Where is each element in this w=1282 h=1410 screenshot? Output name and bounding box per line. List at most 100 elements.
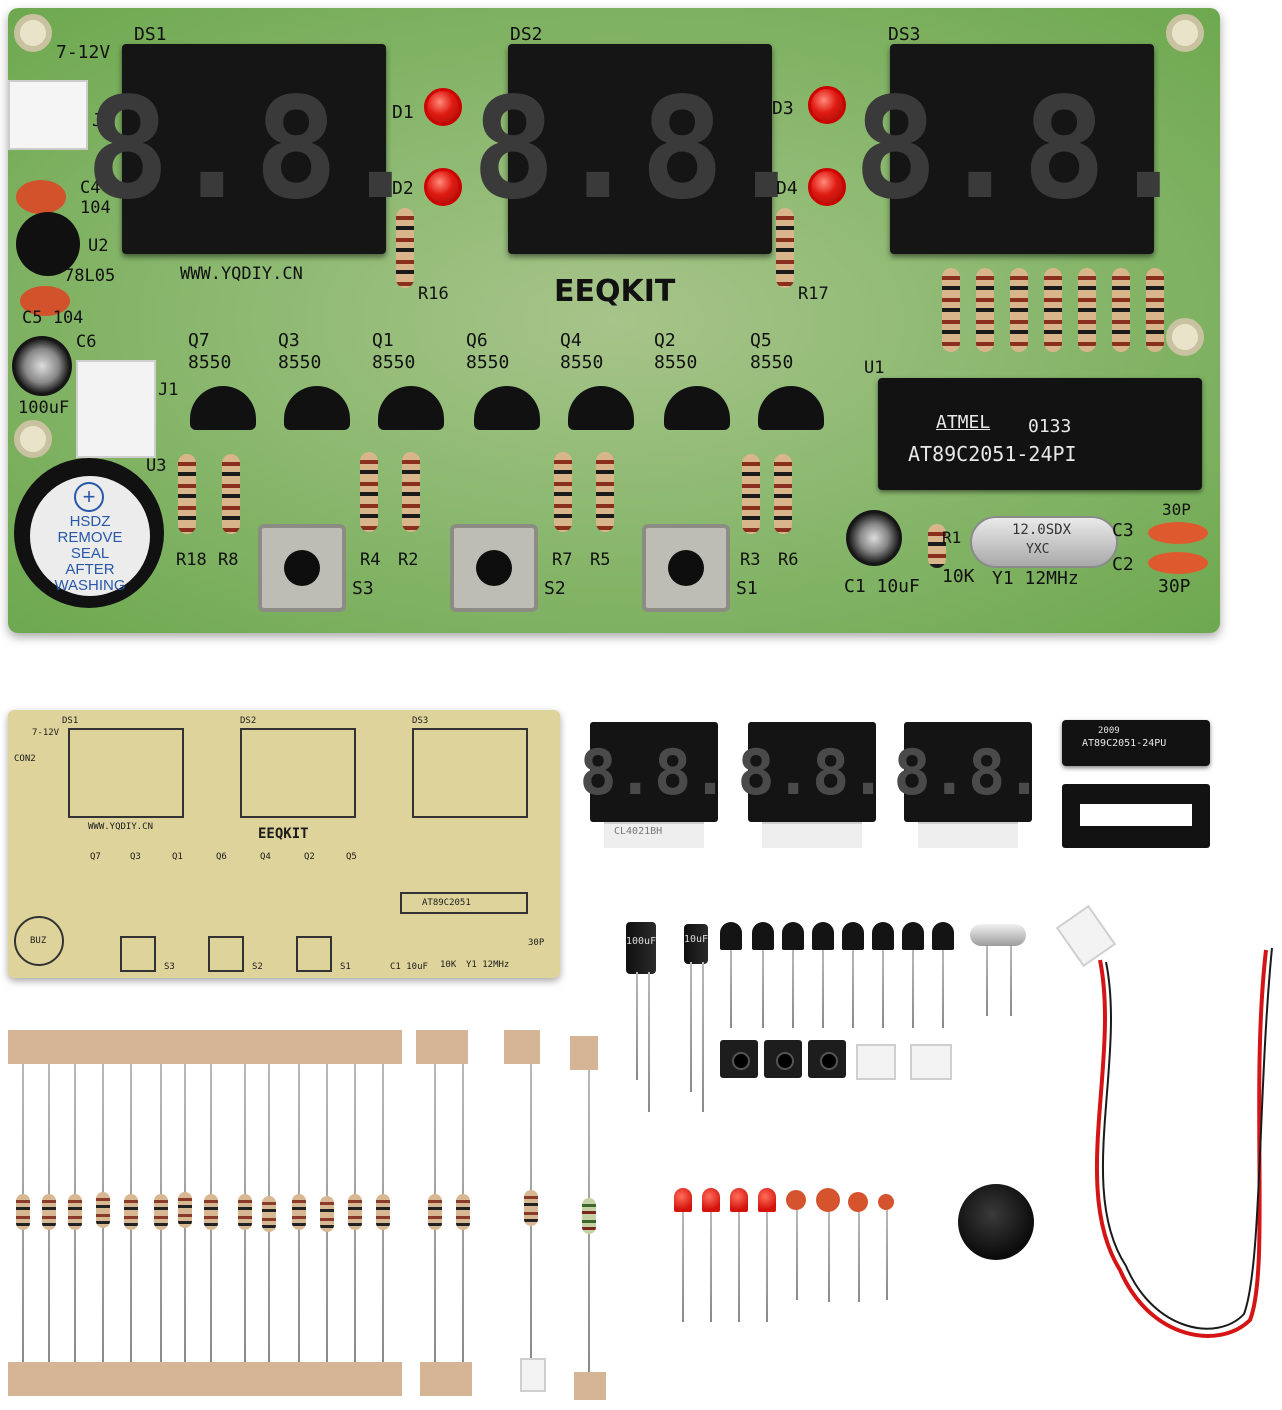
connector-j1 [76, 360, 156, 458]
loose-resistor [16, 1194, 30, 1230]
blank-q2: Q2 [304, 852, 315, 862]
loose-resistor [348, 1194, 362, 1230]
blank-ds1-label: DS1 [62, 716, 79, 726]
loose-resistor [154, 1194, 168, 1230]
blank-q7: Q7 [90, 852, 101, 862]
red-black-cable [1094, 947, 1273, 1338]
q2-part: 8550 [654, 352, 698, 373]
led-d2 [424, 168, 462, 206]
loose-led [758, 1188, 776, 1212]
buzzer-seal-sticker: + HSDZ REMOVE SEAL AFTER WASHING [30, 476, 150, 596]
resistor [1078, 268, 1096, 352]
display-ds3: 8.8. [853, 44, 1191, 254]
chip-code: 0133 [1028, 416, 1072, 437]
blank-con-label: CON2 [14, 754, 36, 764]
buzzer-u3: + HSDZ REMOVE SEAL AFTER WASHING [14, 458, 164, 608]
resistor-r6 [774, 454, 792, 534]
loose-display-1: 8.8. CL4021BH [579, 722, 729, 848]
blank-q3: Q3 [130, 852, 141, 862]
c3-label: C3 [1112, 520, 1134, 541]
blank-ds2-label: DS2 [240, 716, 257, 726]
display-digits: 8.8. [853, 67, 1191, 231]
crystal-y1: 12.0SDX YXC [970, 516, 1118, 568]
push-button-s2 [450, 524, 538, 612]
resistor-r18 [178, 454, 196, 534]
j2-label: J2 [92, 110, 114, 131]
resistor [1044, 268, 1062, 352]
ds3-label: DS3 [888, 24, 921, 45]
resistor-r17 [776, 208, 794, 288]
lead-wire [648, 972, 650, 1112]
loose-resistor [204, 1194, 218, 1230]
crystal-maker: YXC [1026, 542, 1050, 557]
ceramic-capacitor [848, 1192, 868, 1212]
lead-wire [942, 950, 944, 1028]
capacitor-c3 [1148, 522, 1208, 544]
loose-transistor [720, 922, 742, 950]
website-label: WWW.YQDIY.CN [180, 264, 303, 284]
q6-label: Q6 [466, 330, 488, 351]
display-digits: 8.8. [85, 67, 423, 231]
d4-label: D4 [776, 178, 798, 199]
lead-wire [858, 1212, 860, 1302]
r6-label: R6 [778, 550, 799, 570]
resistor [942, 268, 960, 352]
loose-display-digits: 8.8. [737, 735, 887, 809]
blank-button-outline-s1 [296, 936, 332, 972]
c6-value: 100uF [18, 398, 70, 418]
loose-push-button [808, 1040, 846, 1078]
loose-resistor [68, 1194, 82, 1230]
transistor-q3 [284, 386, 350, 430]
blank-display-outline-ds3 [412, 728, 528, 818]
s2-label: S2 [544, 578, 566, 599]
c5-label: C5 104 [22, 308, 84, 328]
r16-label: R16 [418, 284, 449, 304]
button-cap [284, 550, 320, 586]
c1-label: C1 10uF [844, 576, 920, 597]
led-d1 [424, 88, 462, 126]
loose-push-button [720, 1040, 758, 1078]
crystal-label: Y1 12MHz [992, 568, 1079, 589]
ceramic-capacitor [786, 1190, 806, 1210]
q2-label: Q2 [654, 330, 676, 351]
q6-part: 8550 [466, 352, 510, 373]
buzzer-text-4: AFTER [65, 561, 115, 578]
loose-resistor [456, 1194, 470, 1230]
mounting-hole [14, 14, 52, 52]
q3-label: Q3 [278, 330, 300, 351]
cap-10uf-label: 10uF [684, 934, 709, 945]
blank-website: WWW.YQDIY.CN [88, 822, 154, 832]
lead-wire [792, 950, 794, 1028]
buzzer-text-2: REMOVE [57, 529, 123, 546]
loose-resistor [238, 1194, 252, 1230]
blank-buzzer-outline [14, 916, 64, 966]
blank-button-outline-s2 [208, 936, 244, 972]
r8-label: R8 [218, 550, 239, 570]
led-d3 [808, 86, 846, 124]
blank-crystal: Y1 12MHz [466, 960, 510, 970]
loose-resistor [262, 1196, 276, 1232]
loose-resistor [96, 1192, 110, 1228]
loose-connector [910, 1044, 952, 1080]
loose-transistor [812, 922, 834, 950]
lead-wire [636, 972, 638, 1080]
blank-s3: S3 [164, 962, 175, 972]
loose-display-digits: 8.8. [893, 735, 1043, 809]
loose-display-2: 8.8. [737, 722, 887, 848]
resistor [976, 268, 994, 352]
resistor-r7 [554, 452, 572, 532]
blank-power-label: 7-12V [32, 728, 60, 738]
blank-chip-outline [400, 892, 528, 914]
q5-label: Q5 [750, 330, 772, 351]
blank-display-outline-ds2 [240, 728, 356, 818]
capacitor-c4 [16, 180, 66, 214]
r7-label: R7 [552, 550, 573, 570]
ds1-label: DS1 [134, 24, 167, 45]
u2-part: 78L05 [64, 266, 116, 286]
resistor-tape-top [8, 1030, 402, 1064]
power-label: 7-12V [56, 42, 111, 63]
loose-transistor [872, 922, 894, 950]
blank-cap-value: 30P [528, 938, 545, 948]
loose-resistor [376, 1194, 390, 1230]
chip-maker: ATMEL [936, 412, 991, 433]
